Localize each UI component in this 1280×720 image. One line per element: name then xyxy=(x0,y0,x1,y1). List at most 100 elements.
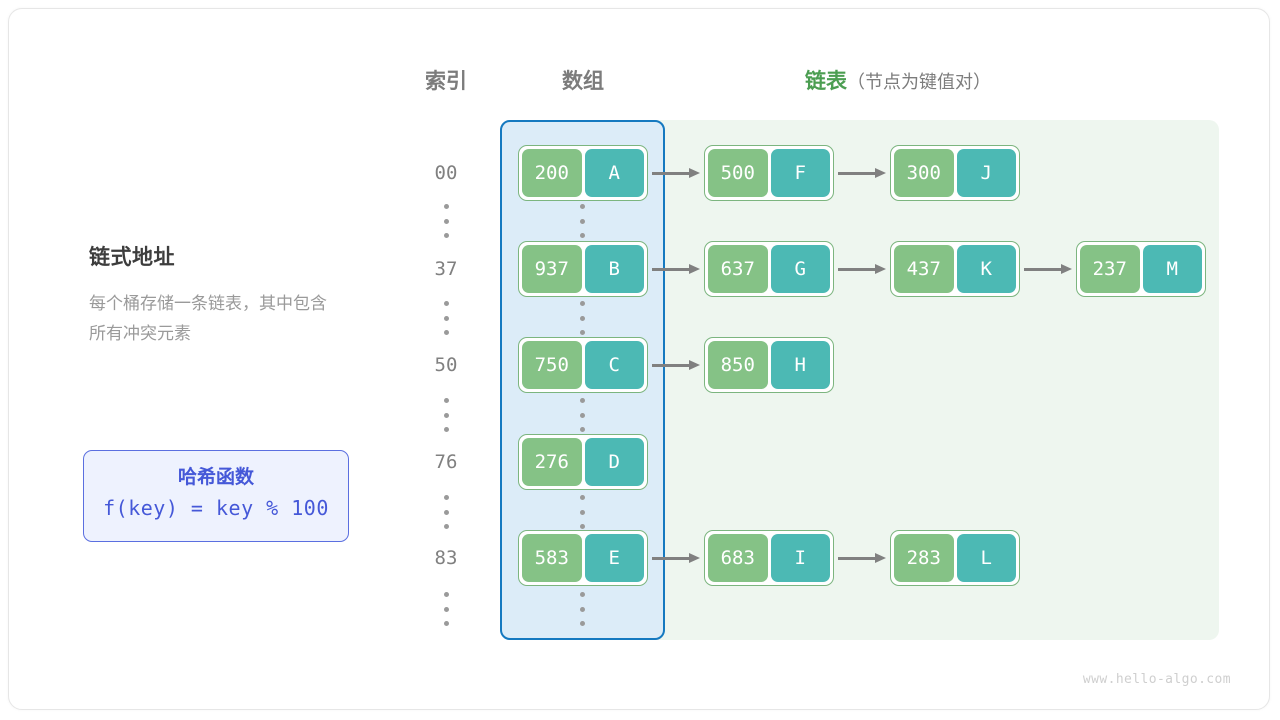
ellipsis-dot xyxy=(579,509,585,515)
arrow-shaft xyxy=(652,556,690,560)
node-key: 750 xyxy=(522,341,582,389)
array-ellipsis xyxy=(550,592,614,626)
index-ellipsis xyxy=(414,301,478,335)
node-key: 850 xyxy=(708,341,768,389)
description-title: 链式地址 xyxy=(89,246,175,269)
array-ellipsis xyxy=(550,301,614,335)
ellipsis-dot xyxy=(579,233,585,238)
node-value: A xyxy=(584,149,644,197)
arrow-head xyxy=(875,552,886,563)
node-key: 637 xyxy=(708,245,768,293)
arrow-shaft xyxy=(838,556,876,560)
ellipsis-dot xyxy=(443,621,449,626)
arrow-shaft xyxy=(652,171,690,175)
next-pointer-arrow xyxy=(1024,263,1072,275)
next-pointer-arrow xyxy=(838,263,886,275)
arrow-head xyxy=(689,359,700,370)
node-key: 937 xyxy=(522,245,582,293)
node-value: J xyxy=(956,149,1016,197)
hash-function-title: 哈希函数 xyxy=(177,467,254,488)
arrow-head xyxy=(875,167,886,178)
ellipsis-dot xyxy=(579,427,585,432)
node-key: 283 xyxy=(894,534,954,582)
node-value: E xyxy=(584,534,644,582)
arrow-shaft xyxy=(838,267,876,271)
node-key: 583 xyxy=(522,534,582,582)
node-value: M xyxy=(1142,245,1202,293)
next-pointer-arrow xyxy=(652,167,700,179)
ellipsis-dot xyxy=(579,398,585,403)
node-key: 276 xyxy=(522,438,582,486)
array-ellipsis xyxy=(550,495,614,529)
ellipsis-dot xyxy=(443,301,449,306)
column-header-linked-list-sub: （节点为键值对） xyxy=(847,72,991,92)
ellipsis-dot xyxy=(443,330,449,335)
node-value: F xyxy=(770,149,830,197)
node-value: C xyxy=(584,341,644,389)
ellipsis-dot xyxy=(443,592,449,597)
array-ellipsis xyxy=(550,204,614,238)
ellipsis-dot xyxy=(443,509,449,515)
node-key: 200 xyxy=(522,149,582,197)
next-pointer-arrow xyxy=(838,552,886,564)
index-ellipsis xyxy=(414,398,478,432)
node-key: 437 xyxy=(894,245,954,293)
ellipsis-dot xyxy=(579,218,585,224)
array-ellipsis xyxy=(550,398,614,432)
arrow-shaft xyxy=(652,267,690,271)
index-ellipsis xyxy=(414,495,478,529)
ellipsis-dot xyxy=(443,495,449,500)
ellipsis-dot xyxy=(443,606,449,612)
node-key: 237 xyxy=(1080,245,1140,293)
node-value: B xyxy=(584,245,644,293)
hash-function-formula: f(key) = key % 100 xyxy=(103,496,329,520)
bucket-index-label: 76 xyxy=(434,451,458,473)
ellipsis-dot xyxy=(579,412,585,418)
ellipsis-dot xyxy=(443,315,449,321)
ellipsis-dot xyxy=(443,427,449,432)
arrow-head xyxy=(1061,263,1072,274)
column-header-linked-list-main: 链表 xyxy=(805,70,847,93)
hash-function-box: 哈希函数 f(key) = key % 100 xyxy=(83,450,349,542)
bucket-index-label: 37 xyxy=(434,258,458,280)
ellipsis-dot xyxy=(579,301,585,306)
node-value: H xyxy=(770,341,830,389)
index-ellipsis xyxy=(414,592,478,626)
node-value: K xyxy=(956,245,1016,293)
arrow-shaft xyxy=(1024,267,1062,271)
bucket-index-label: 83 xyxy=(434,547,458,569)
index-ellipsis xyxy=(414,204,478,238)
bucket-index-label: 50 xyxy=(434,354,458,376)
ellipsis-dot xyxy=(579,330,585,335)
ellipsis-dot xyxy=(443,412,449,418)
ellipsis-dot xyxy=(579,204,585,209)
ellipsis-dot xyxy=(579,621,585,626)
ellipsis-dot xyxy=(579,524,585,529)
next-pointer-arrow xyxy=(652,263,700,275)
node-value: I xyxy=(770,534,830,582)
node-value: G xyxy=(770,245,830,293)
ellipsis-dot xyxy=(443,524,449,529)
ellipsis-dot xyxy=(443,233,449,238)
ellipsis-dot xyxy=(443,218,449,224)
arrow-head xyxy=(689,263,700,274)
next-pointer-arrow xyxy=(838,167,886,179)
ellipsis-dot xyxy=(443,398,449,403)
ellipsis-dot xyxy=(579,495,585,500)
watermark: www.hello-algo.com xyxy=(1082,672,1231,687)
next-pointer-arrow xyxy=(652,359,700,371)
bucket-index-label: 00 xyxy=(434,162,458,184)
